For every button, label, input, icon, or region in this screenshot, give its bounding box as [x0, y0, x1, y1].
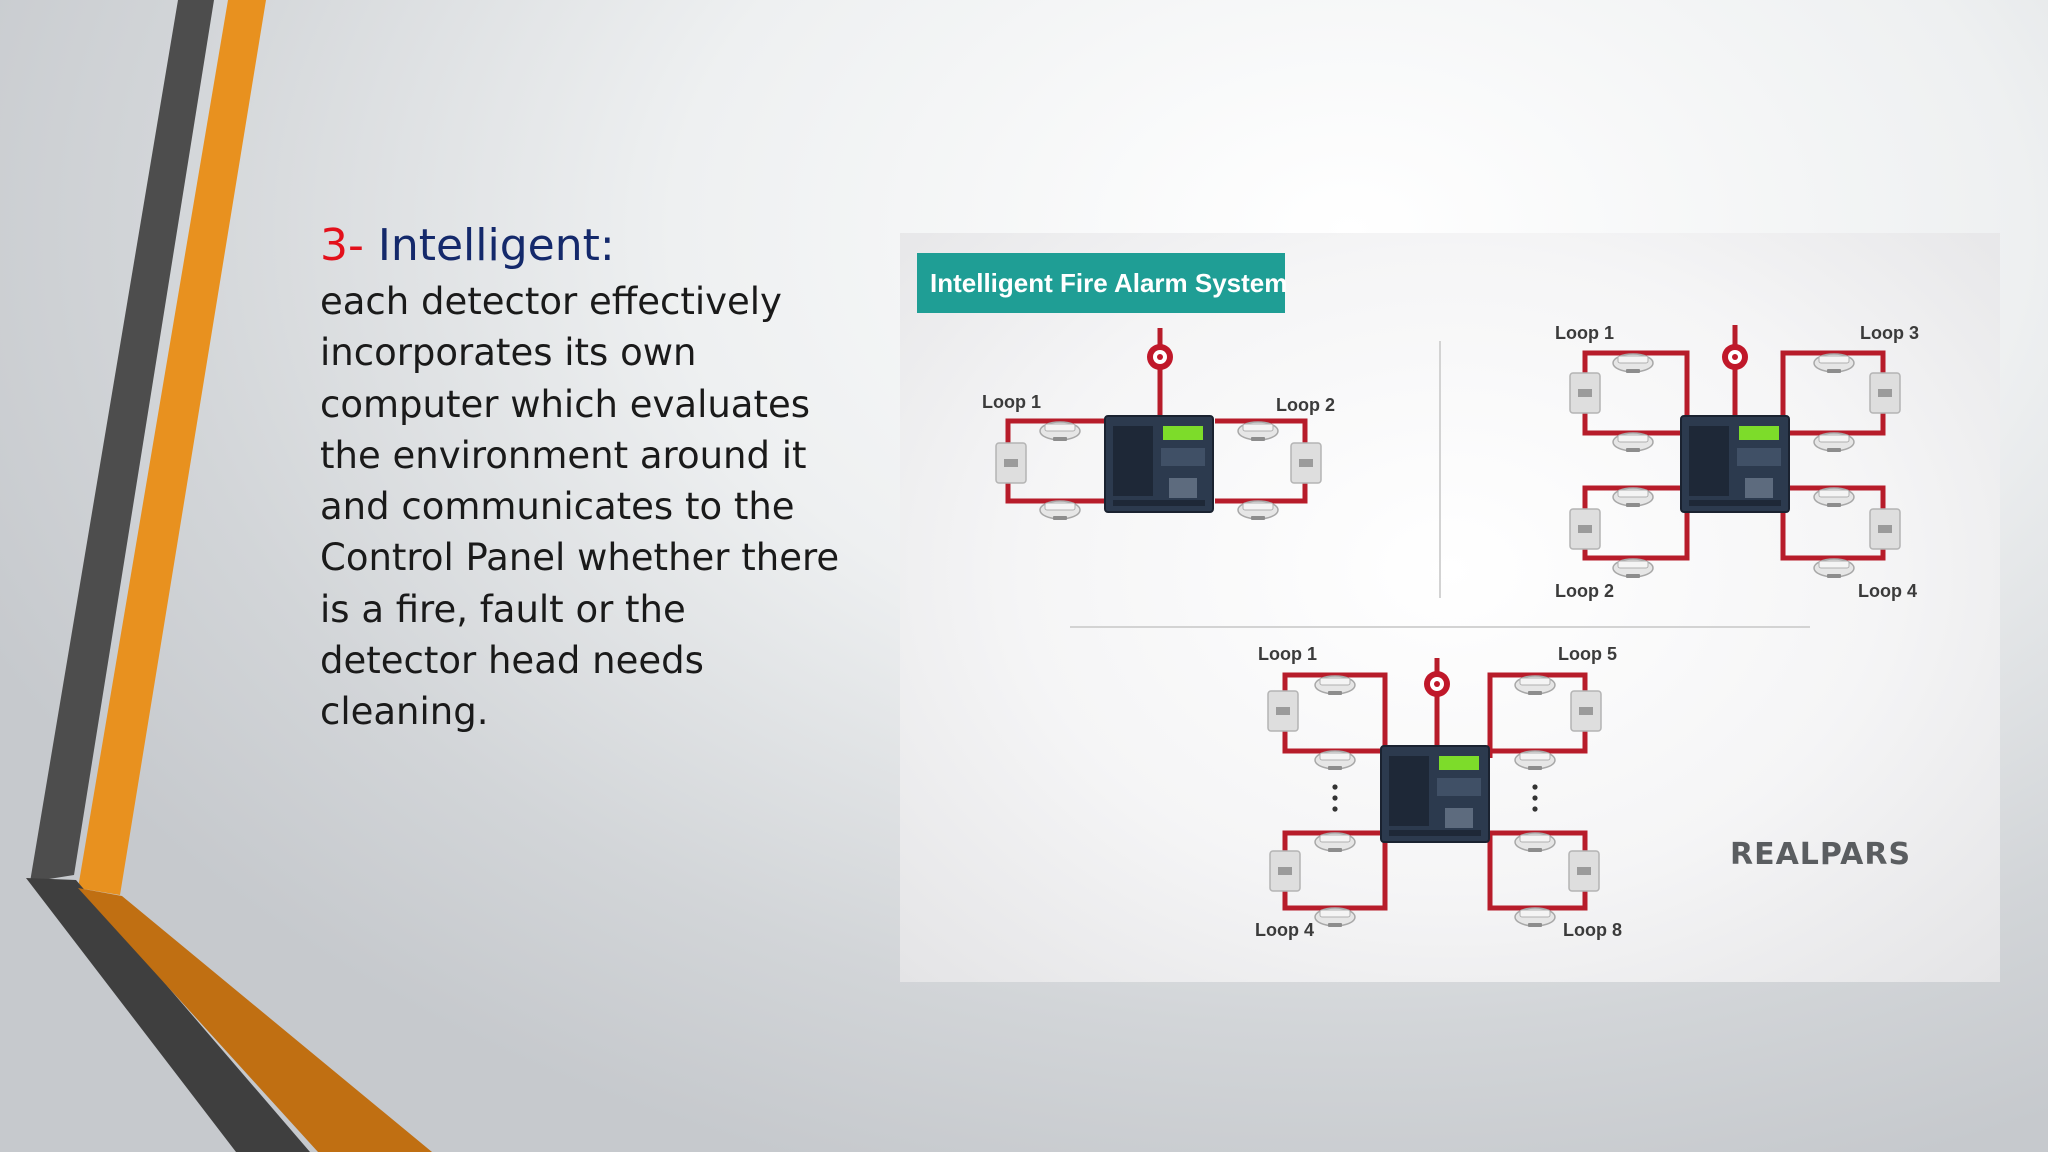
heading-word: Intelligent: — [377, 220, 615, 271]
loop-label: Loop 2 — [1555, 581, 1614, 601]
diagram-title-banner — [917, 253, 1285, 313]
brand-logo: REALPARS — [1730, 837, 1911, 872]
loop-label: Loop 1 — [982, 392, 1041, 412]
loop-label: Loop 2 — [1276, 395, 1335, 415]
orange-band-upper — [78, 0, 266, 895]
diagram-title: Intelligent Fire Alarm System — [930, 268, 1287, 298]
panel-two-loops: Loop 1 Loop 2 — [982, 328, 1335, 521]
fire-alarm-diagram-image: Intelligent Fire Alarm System Loop 1 Loo… — [900, 233, 2000, 982]
dark-band-lower — [26, 878, 310, 1152]
slide-heading: 3- Intelligent: — [320, 218, 840, 274]
panel-four-loops: Loop 1 Loop 3 Loop 2 Loop 4 — [1555, 323, 1919, 601]
loop-label: Loop 5 — [1558, 644, 1617, 664]
loop-label: Loop 1 — [1258, 644, 1317, 664]
dark-band-upper — [30, 0, 214, 882]
body-paragraph: each detector effectively incorporates i… — [320, 280, 840, 734]
orange-band-lower — [78, 888, 432, 1152]
heading-number: 3- — [320, 220, 364, 271]
loop-label: Loop 3 — [1860, 323, 1919, 343]
loop-label: Loop 4 — [1858, 581, 1917, 601]
loop-label: Loop 1 — [1555, 323, 1614, 343]
panel-eight-loops: Loop 1 Loop 5 Loop 4 Loop 8 — [1255, 644, 1622, 940]
loop-label: Loop 4 — [1255, 920, 1314, 940]
loop-label: Loop 8 — [1563, 920, 1622, 940]
slide-text-block: 3- Intelligent: each detector effectivel… — [320, 218, 840, 738]
fire-alarm-diagram: Intelligent Fire Alarm System Loop 1 Loo… — [917, 253, 1919, 940]
